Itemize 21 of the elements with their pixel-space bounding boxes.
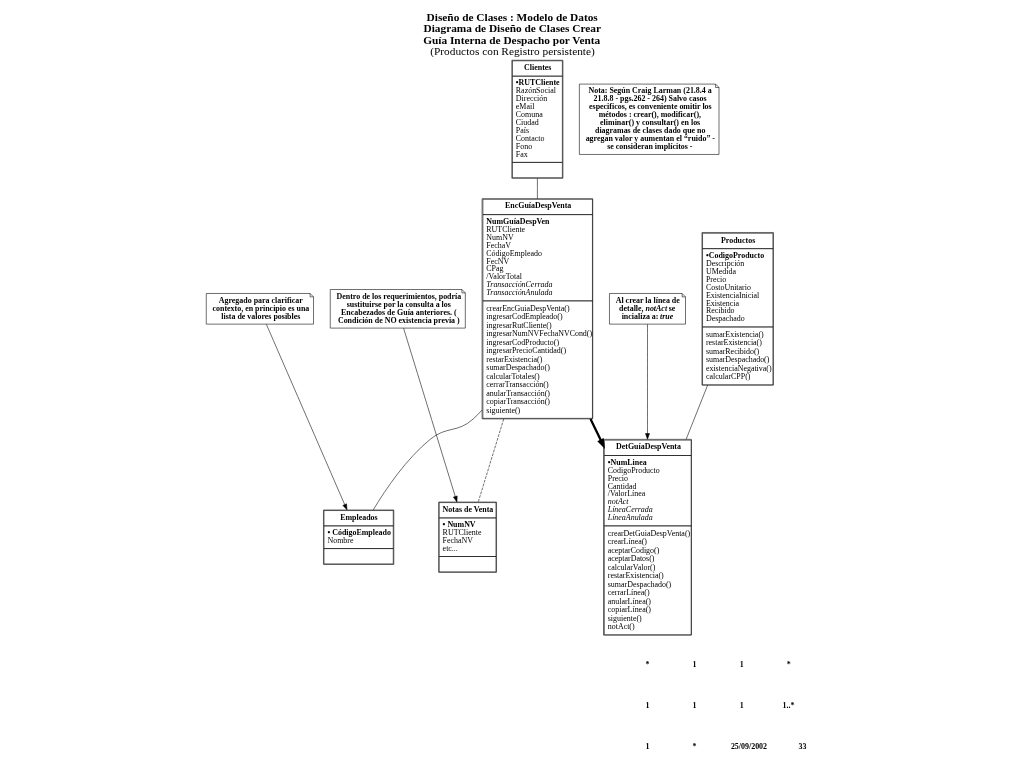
- arrow: [403, 327, 458, 503]
- label: 33: [798, 742, 807, 751]
- arrow: [589, 418, 605, 449]
- label: 1: [739, 701, 744, 711]
- connector: [685, 384, 708, 440]
- label: *: [786, 660, 791, 670]
- label: 1: [645, 701, 650, 711]
- connector: [373, 409, 483, 511]
- connector: [537, 178, 538, 199]
- arrow: [645, 324, 650, 440]
- arrow: [266, 324, 348, 511]
- label: 1..*: [782, 701, 795, 711]
- label: 1: [645, 742, 650, 751]
- label: 25/09/2002: [730, 742, 768, 751]
- label: *: [645, 660, 650, 670]
- label: 1: [692, 660, 697, 670]
- label: 1: [692, 701, 697, 711]
- connector: [477, 418, 504, 503]
- label: *: [692, 742, 697, 751]
- diagram-title: Diseño de Clases : Modelo de Datos Diagrama de Diseño de Clases Crear Guía Interna de Despacho por Venta (Productos con Registro persistente): [423, 11, 602, 58]
- label: 1: [739, 660, 744, 670]
